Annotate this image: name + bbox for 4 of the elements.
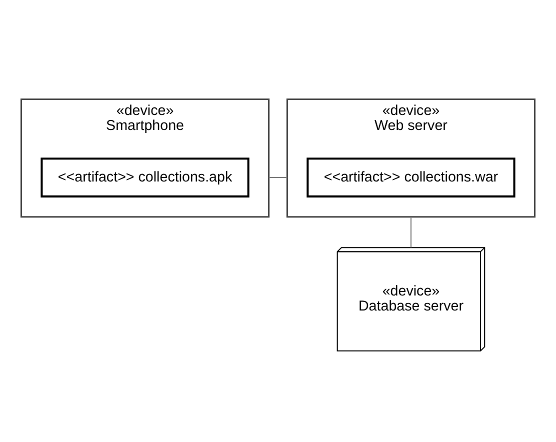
node-box: <<artifact>> collections.apk xyxy=(40,158,250,198)
node-box: <<artifact>> collections.war xyxy=(306,158,516,198)
connector xyxy=(268,177,288,178)
connector xyxy=(410,216,412,248)
